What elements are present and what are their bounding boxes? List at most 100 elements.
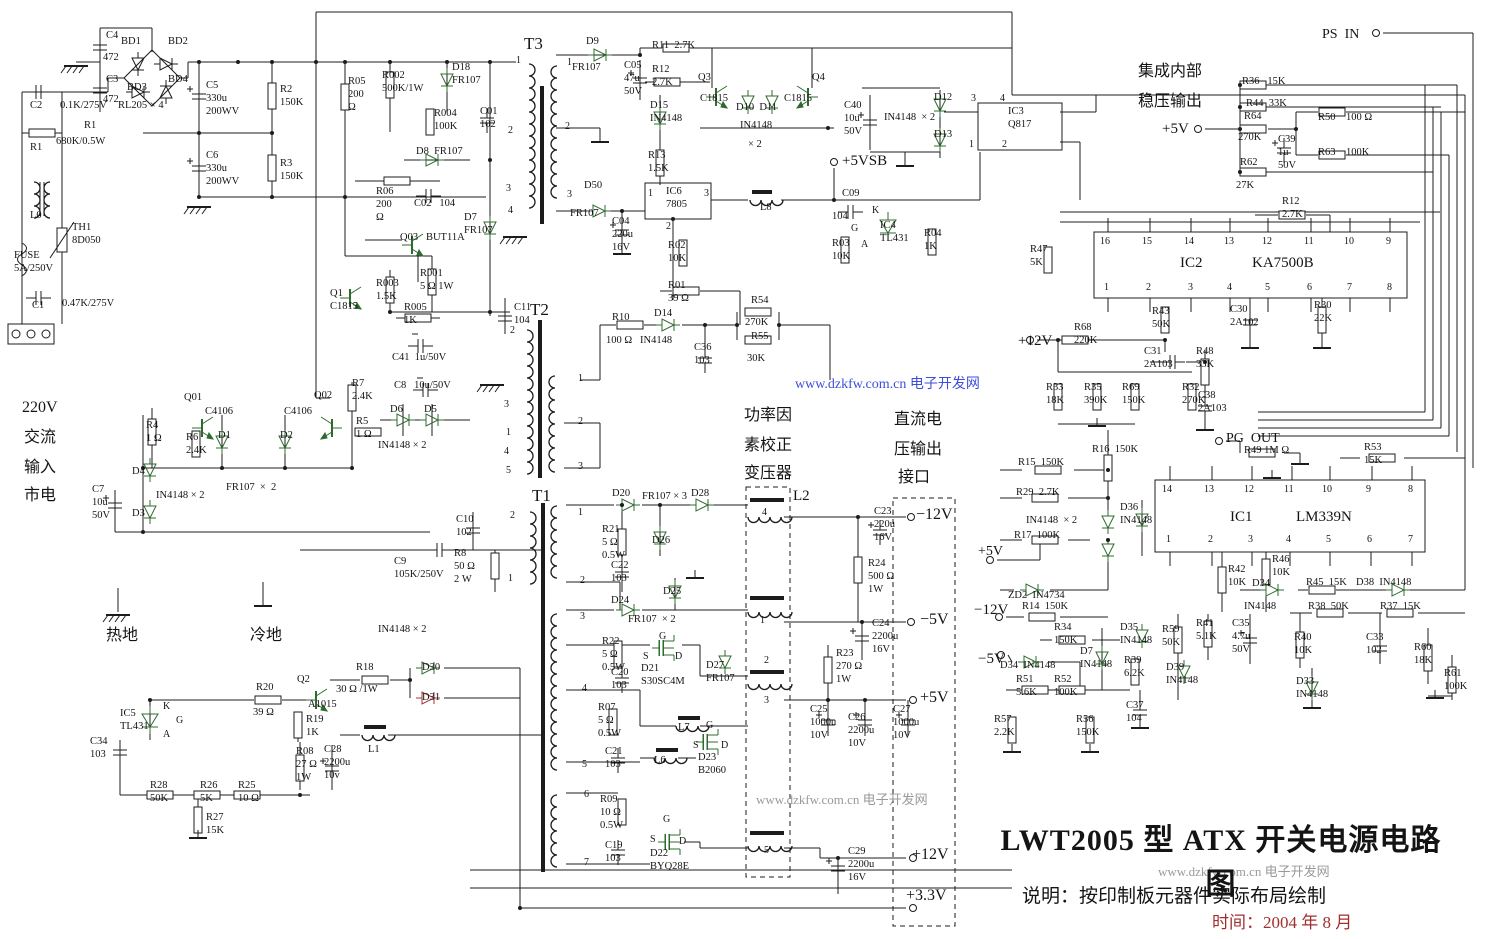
pin-label: 2 <box>578 416 583 427</box>
component-label: Q4 <box>812 72 825 83</box>
component-label: LM339N <box>1296 509 1352 525</box>
component-label: R68 220K <box>1074 322 1098 346</box>
pfc-l2-label: L2 <box>793 488 810 504</box>
component-label: 热地 <box>106 627 139 644</box>
component-label: R39 6.2K <box>1124 655 1145 679</box>
watermark: www.dzkfw.com.cn 电子开发网 <box>756 792 928 807</box>
component-label: C2 <box>30 100 43 111</box>
component-label: D8 FR107 <box>416 146 463 157</box>
component-label: C09 <box>842 188 860 199</box>
component-label: C8 10u/50V <box>394 380 451 391</box>
pin-label: 2 <box>1146 282 1151 293</box>
component-label: L1 <box>368 744 380 755</box>
component-label: R01 39 Ω <box>668 280 689 304</box>
component-label: R7 2.4K <box>352 378 373 402</box>
pin-label: A <box>861 239 869 250</box>
component-label: D6 <box>390 404 403 415</box>
component-label: D23 B2060 <box>698 752 727 776</box>
pin-label: 2 <box>510 510 515 521</box>
component-label: L8 <box>760 202 772 213</box>
pin-label: 8 <box>1387 282 1392 293</box>
component-label: C3 <box>106 74 119 85</box>
pin-label: 1 <box>1166 534 1171 545</box>
ic5-label: IC5 TL431 <box>120 708 149 732</box>
component-label: L6 <box>654 755 666 766</box>
component-label: R09 10 Ω 0.5W <box>600 794 624 831</box>
component-label: D34 <box>1252 578 1271 589</box>
pin-label: 3 <box>764 695 769 706</box>
pin-label: 1 <box>567 57 572 68</box>
component-label: D7 IN4148 <box>1080 646 1113 670</box>
component-label: IN4148 × 2 <box>156 490 205 501</box>
component-label: R3 150K <box>280 158 304 182</box>
component-label: C04 220u 16V <box>612 216 633 253</box>
component-label: IN4148 × 2 <box>884 112 936 123</box>
component-label: 交流 <box>24 429 57 446</box>
component-label: R30 22K <box>1314 300 1333 324</box>
component-label: R18 <box>356 662 374 673</box>
ic1-label: IC1 <box>1230 509 1253 525</box>
pin-label: 3 <box>506 183 511 194</box>
component-label: R34 150K <box>1054 622 1078 646</box>
component-label: R54 <box>751 295 769 306</box>
transformer-t2-label: T2 <box>530 300 549 319</box>
component-label: C05 47u 50V <box>624 60 643 97</box>
component-label: × 2 <box>748 139 762 150</box>
component-label: D33 IN4148 <box>1296 676 1329 700</box>
component-label: C6 330u 200WV <box>206 150 240 187</box>
pin-label: 1 <box>760 615 765 626</box>
pin-label: 1 <box>578 507 583 518</box>
component-label: −12V <box>974 602 1009 618</box>
component-label: C22 103 <box>611 560 629 584</box>
component-label: D9 <box>586 36 599 47</box>
component-label: Q3 <box>698 72 711 83</box>
pin-label: 2 <box>1002 139 1007 150</box>
component-label: 472 <box>103 94 119 105</box>
component-label: IN4148 <box>740 120 773 131</box>
pin-label: 5 <box>1326 534 1331 545</box>
component-label: D12 <box>934 92 953 103</box>
pin-label: 1 <box>648 188 653 199</box>
component-label: C24 2200u 16V <box>872 618 899 655</box>
pin-label: 5 <box>764 845 769 856</box>
component-label: R56 150K <box>1076 714 1100 738</box>
pin-label: 14 <box>1184 236 1194 247</box>
component-label: 市电 <box>24 487 57 504</box>
component-label: BD3 <box>127 82 147 93</box>
component-label: 39 Ω <box>253 707 274 718</box>
component-label: D38 IN4148 <box>1356 577 1412 588</box>
component-label: D20 <box>612 488 631 499</box>
ic2-label: IC2 <box>1180 255 1203 271</box>
pin-label: 5 <box>1265 282 1270 293</box>
component-label: C41 1u/50V <box>392 352 447 363</box>
output-pos5v-label: +5V <box>920 689 949 706</box>
component-label: R64 <box>1244 111 1262 122</box>
component-label: R36 15K <box>1242 76 1286 87</box>
component-label: D24 <box>611 595 630 606</box>
pin-label: 4 <box>508 205 513 216</box>
component-label: R19 1K <box>306 714 324 738</box>
component-label: A1015 <box>308 699 337 710</box>
component-label: D22 BYQ28E <box>650 848 690 872</box>
component-label: 集成内部 <box>1138 63 1203 80</box>
component-label: C4 <box>106 30 119 41</box>
component-label: C26 2200u 10V <box>848 712 875 749</box>
component-label: R46 10K <box>1272 554 1291 578</box>
pin-label: 1 <box>506 427 511 438</box>
component-label: C10 102 <box>456 514 474 538</box>
component-label: C20 103 <box>611 667 629 691</box>
component-label: R1 <box>30 142 43 153</box>
component-label: FUSE 5A/250V <box>14 250 54 274</box>
component-label: R8 50 Ω 2 W <box>454 548 475 585</box>
component-label: R29 2.7K <box>1016 487 1060 498</box>
transformer-t3-label: T3 <box>524 34 543 53</box>
component-label: D3 <box>132 508 145 519</box>
component-label: R38 50K <box>1308 601 1349 612</box>
component-label: 输入 <box>24 459 57 476</box>
component-label: 104 <box>832 211 848 222</box>
component-label: R61 100K <box>1444 668 1468 692</box>
component-label: R04 1K <box>924 228 942 252</box>
component-label: BD1 <box>121 36 141 47</box>
